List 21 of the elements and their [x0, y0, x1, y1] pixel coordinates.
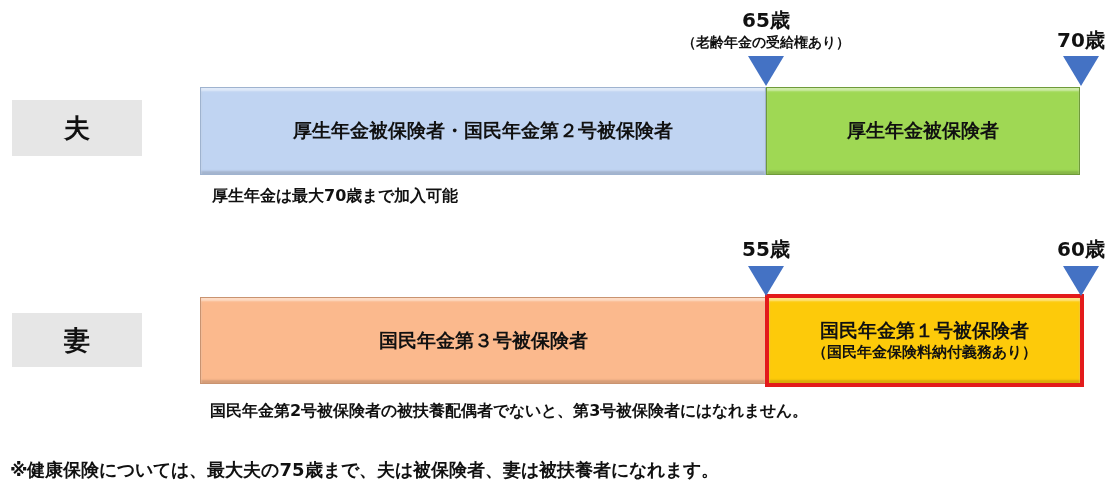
period-bar	[766, 87, 1080, 175]
note-label: （老齢年金の受給権あり）	[682, 34, 850, 52]
note-text: 国民年金第2号被保険者の被扶養配偶者でないと、第3号被保険者にはなれません。	[210, 401, 809, 422]
person-label: 妻	[64, 323, 90, 357]
period-bar	[200, 87, 766, 175]
age-label: 55歳	[742, 236, 790, 263]
bar-label: 厚生年金被保険者・国民年金第２号被保険者	[293, 119, 673, 143]
age-label: 60歳	[1057, 236, 1105, 263]
person-label: 夫	[64, 111, 90, 145]
bar-label: 厚生年金被保険者	[847, 119, 999, 143]
period-bar	[765, 294, 1084, 387]
age-label: 65歳	[742, 7, 790, 34]
note-text: 厚生年金は最大70歳まで加入可能	[212, 186, 459, 207]
person-label-box	[12, 100, 142, 156]
bar-label: 国民年金第１号被保険者	[820, 319, 1029, 343]
period-bar	[200, 297, 766, 384]
footnote-text: ※健康保険については、最大夫の75歳まで、夫は被保険者、妻は被扶養者になれます。	[10, 458, 719, 482]
age-label: 70歳	[1057, 27, 1105, 54]
person-label-box	[12, 313, 142, 367]
bar-sublabel: （国民年金保険料納付義務あり）	[812, 343, 1037, 362]
bar-label: 国民年金第３号被保険者	[378, 328, 588, 353]
